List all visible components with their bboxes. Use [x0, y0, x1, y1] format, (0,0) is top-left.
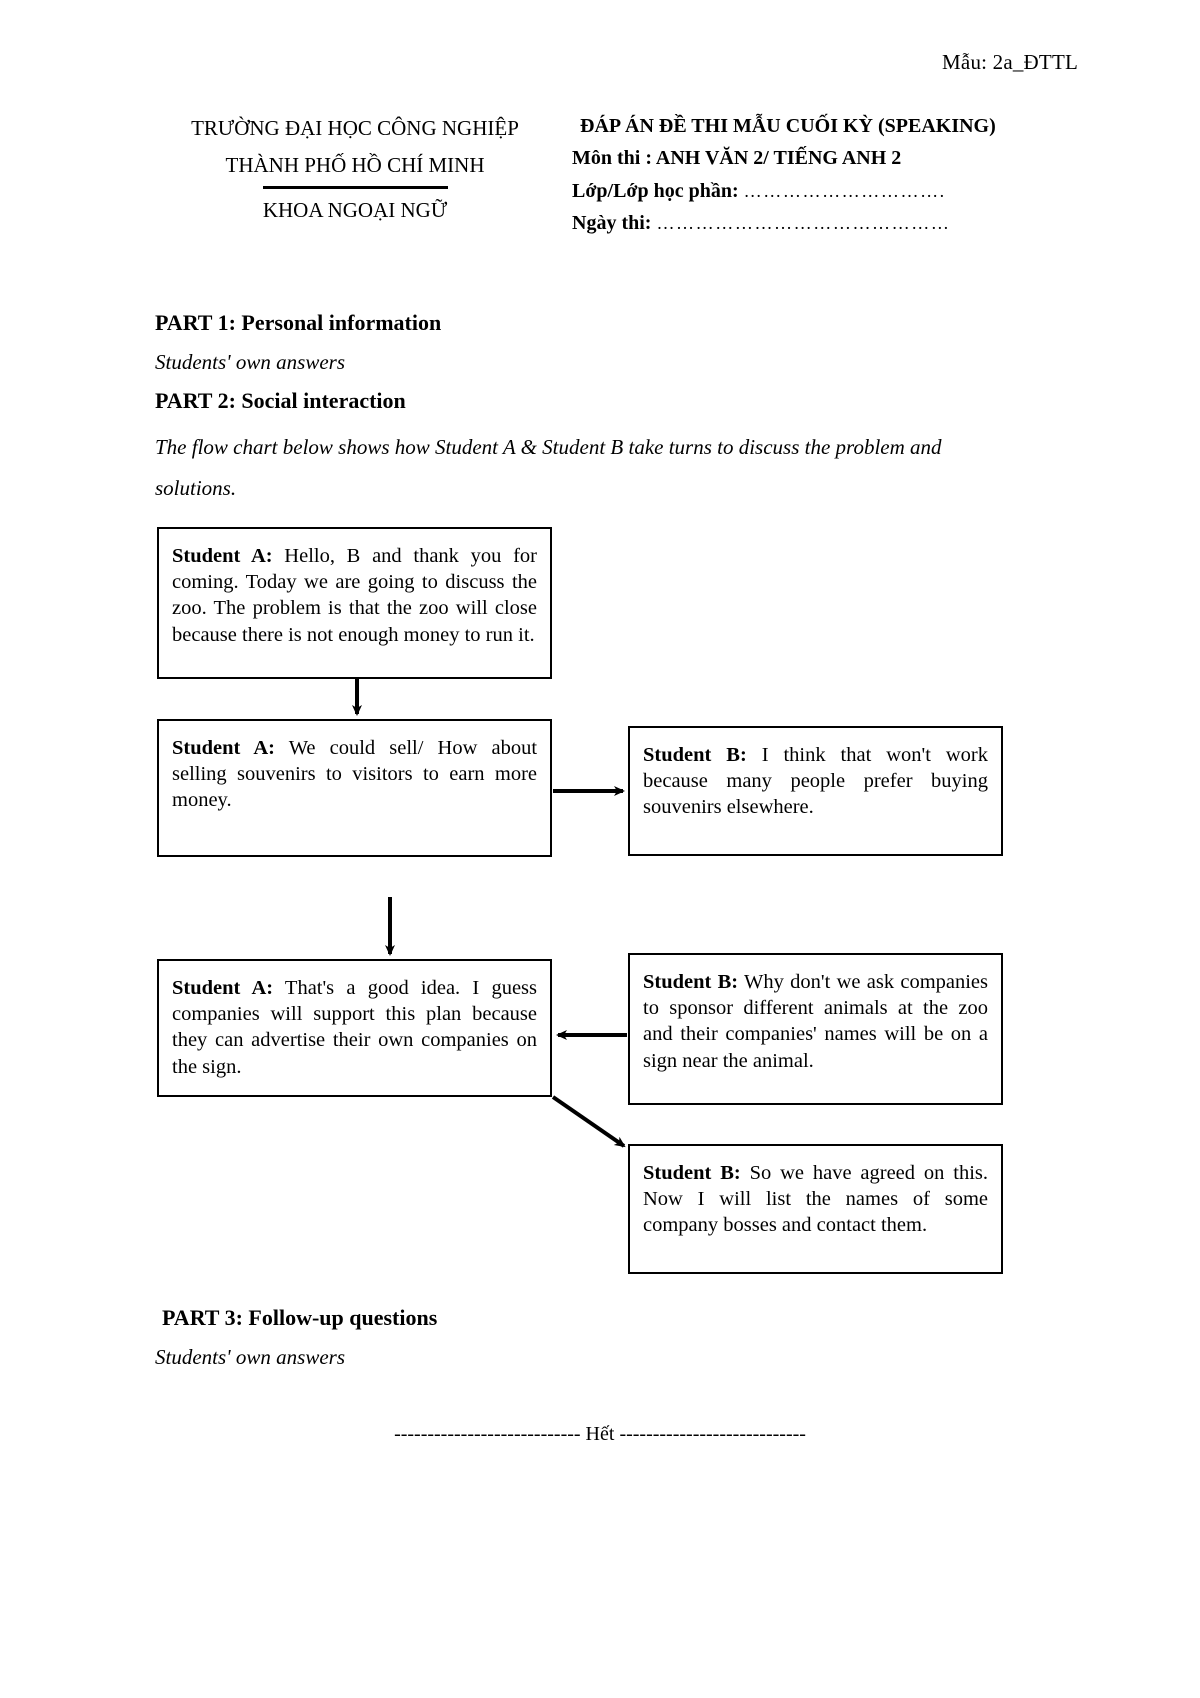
flow-node-text: That's a good idea. I guess companies wi…: [172, 977, 537, 1078]
flow-node-student-b-1: Student B: I think that won't work becau…: [628, 726, 1003, 856]
flow-node-text: So we have agreed on this. Now I will li…: [643, 1162, 988, 1237]
form-code: Mẫu: 2a_ĐTTL: [942, 50, 1078, 74]
footer-end-word: Hết: [585, 1423, 615, 1445]
flow-node-text: Hello, B and thank you for coming. Today…: [172, 545, 538, 646]
flow-node-speaker: Student B:: [643, 971, 739, 993]
faculty-name: KHOA NGOẠI NGỮ: [262, 197, 448, 222]
flow-node-speaker: Student A:: [172, 545, 273, 567]
flow-node-student-b-3: Student B: So we have agreed on this. No…: [628, 1144, 1003, 1274]
flow-node-text: Why don't we ask companies to sponsor di…: [643, 971, 989, 1072]
flow-node-student-a-1: Student A: Hello, B and thank you for co…: [157, 527, 552, 679]
exam-subject: Môn thi : ANH VĂN 2/ TIẾNG ANH 2: [572, 147, 902, 170]
footer-left-dashes: ----------------------------: [394, 1423, 581, 1445]
flow-node-text: We could sell/ How about selling souveni…: [172, 737, 538, 812]
exam-class-row: Lớp/Lớp học phần: ………………………….: [572, 175, 1092, 207]
flow-node-student-a-3: Student A: That's a good idea. I guess c…: [157, 959, 552, 1097]
exam-date-value: ………………………………………: [656, 213, 951, 234]
university-header: TRƯỜNG ĐẠI HỌC CÔNG NGHIỆP THÀNH PHỐ HỒ …: [155, 110, 555, 228]
flow-node-speaker: Student B:: [643, 1162, 741, 1184]
header-divider-rule: [262, 185, 448, 189]
flow-node-speaker: Student B:: [643, 744, 747, 766]
flow-node-student-b-2: Student B: Why don't we ask companies to…: [628, 953, 1003, 1105]
exam-class-label: Lớp/Lớp học phần:: [572, 179, 739, 202]
exam-title: ĐÁP ÁN ĐỀ THI MẪU CUỐI KỲ (SPEAKING): [580, 115, 996, 137]
footer-right-dashes: ----------------------------: [619, 1423, 806, 1445]
exam-info-header: ĐÁP ÁN ĐỀ THI MẪU CUỐI KỲ (SPEAKING) Môn…: [572, 110, 1092, 240]
exam-date-label: Ngày thi:: [572, 212, 652, 235]
flow-node-text: I think that won't work because many peo…: [643, 744, 988, 819]
exam-date-row: Ngày thi: ………………………………………: [572, 207, 1092, 239]
document-footer: ---------------------------- Hết -------…: [0, 1423, 1200, 1446]
university-name-line2: THÀNH PHỐ HỒ CHÍ MINH: [225, 152, 485, 177]
exam-class-value: ………………………….: [743, 180, 946, 201]
part3-heading: PART 3: Follow-up questions: [162, 1305, 438, 1330]
flow-node-speaker: Student A:: [172, 977, 274, 999]
part2-heading: PART 2: Social interaction: [155, 388, 406, 413]
part1-answer: Students' own answers: [155, 350, 346, 374]
part1-heading: PART 1: Personal information: [155, 310, 442, 335]
arrow-a3-to-b3: [551, 1095, 626, 1148]
part3-answer: Students' own answers: [155, 1345, 346, 1369]
university-name-line1: TRƯỜNG ĐẠI HỌC CÔNG NGHIỆP: [191, 116, 519, 140]
flow-node-student-a-2: Student A: We could sell/ How about sell…: [157, 719, 552, 857]
flow-node-speaker: Student A:: [172, 737, 275, 759]
part2-intro: The flow chart below shows how Student A…: [155, 435, 942, 500]
